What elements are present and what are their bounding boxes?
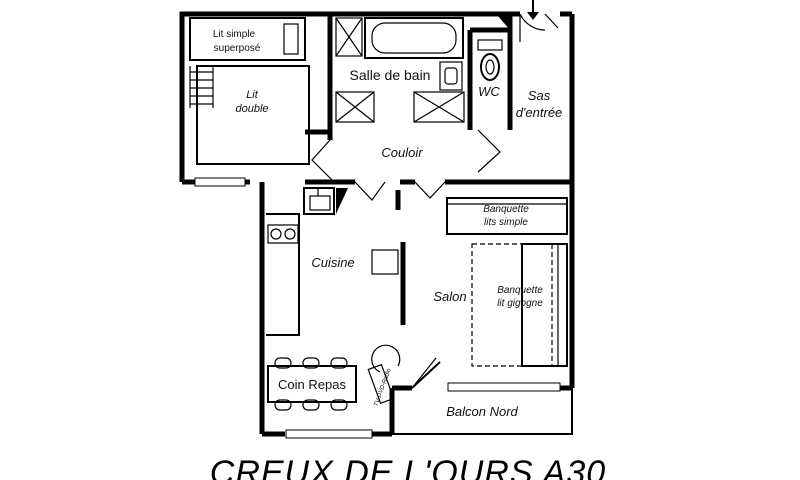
outer-walls bbox=[179, 11, 575, 437]
balcony-glass-door bbox=[447, 382, 561, 392]
bedroom-window bbox=[194, 177, 246, 187]
label-balcon: Balcon Nord bbox=[446, 404, 518, 419]
kitchen-counter bbox=[266, 213, 300, 336]
double-bed bbox=[196, 65, 310, 165]
kitchen-duct bbox=[336, 188, 348, 214]
label-wc: WC bbox=[478, 84, 500, 99]
label-banquette-gigogne-1: Banquette bbox=[497, 285, 543, 296]
label-couloir: Couloir bbox=[381, 145, 423, 160]
duct-shaft bbox=[498, 16, 510, 30]
bunk-bed bbox=[189, 17, 306, 61]
bathtub bbox=[364, 17, 464, 59]
washbasin bbox=[439, 61, 463, 91]
storage-cupboards bbox=[335, 17, 465, 123]
label-lit-double-1: Lit bbox=[246, 89, 259, 101]
label-sas-2: d'entrée bbox=[516, 105, 563, 120]
kitchen-window bbox=[285, 429, 373, 439]
label-salon: Salon bbox=[433, 289, 466, 304]
kitchen-sink bbox=[303, 187, 335, 215]
label-lit-simple-1: Lit simple bbox=[213, 29, 256, 40]
tv-stand-icon bbox=[367, 344, 401, 405]
label-sas-1: Sas bbox=[528, 88, 551, 103]
kitchen-appliance bbox=[371, 249, 399, 275]
internal-walls bbox=[305, 14, 572, 325]
sofa-single-beds bbox=[446, 197, 568, 235]
label-cuisine: Cuisine bbox=[311, 255, 354, 270]
label-banquette-simple-1: Banquette bbox=[483, 204, 529, 215]
label-lit-simple-2: superposé bbox=[214, 43, 261, 54]
plan-title: CREUX DE L'OURS A30 bbox=[210, 454, 606, 480]
entrance-arrow-icon bbox=[527, 0, 539, 20]
label-banquette-simple-2: lits simple bbox=[484, 217, 528, 228]
label-banquette-gigogne-2: lit gigogne bbox=[497, 298, 543, 309]
doors bbox=[311, 13, 559, 389]
label-salle-de-bain: Salle de bain bbox=[350, 67, 431, 83]
label-coin-repas: Coin Repas bbox=[278, 377, 346, 392]
label-lit-double-2: double bbox=[235, 103, 268, 115]
toilet bbox=[477, 39, 503, 81]
ladder bbox=[189, 66, 214, 108]
sofa-trundle-bed bbox=[471, 243, 568, 367]
dining-table bbox=[267, 357, 357, 411]
